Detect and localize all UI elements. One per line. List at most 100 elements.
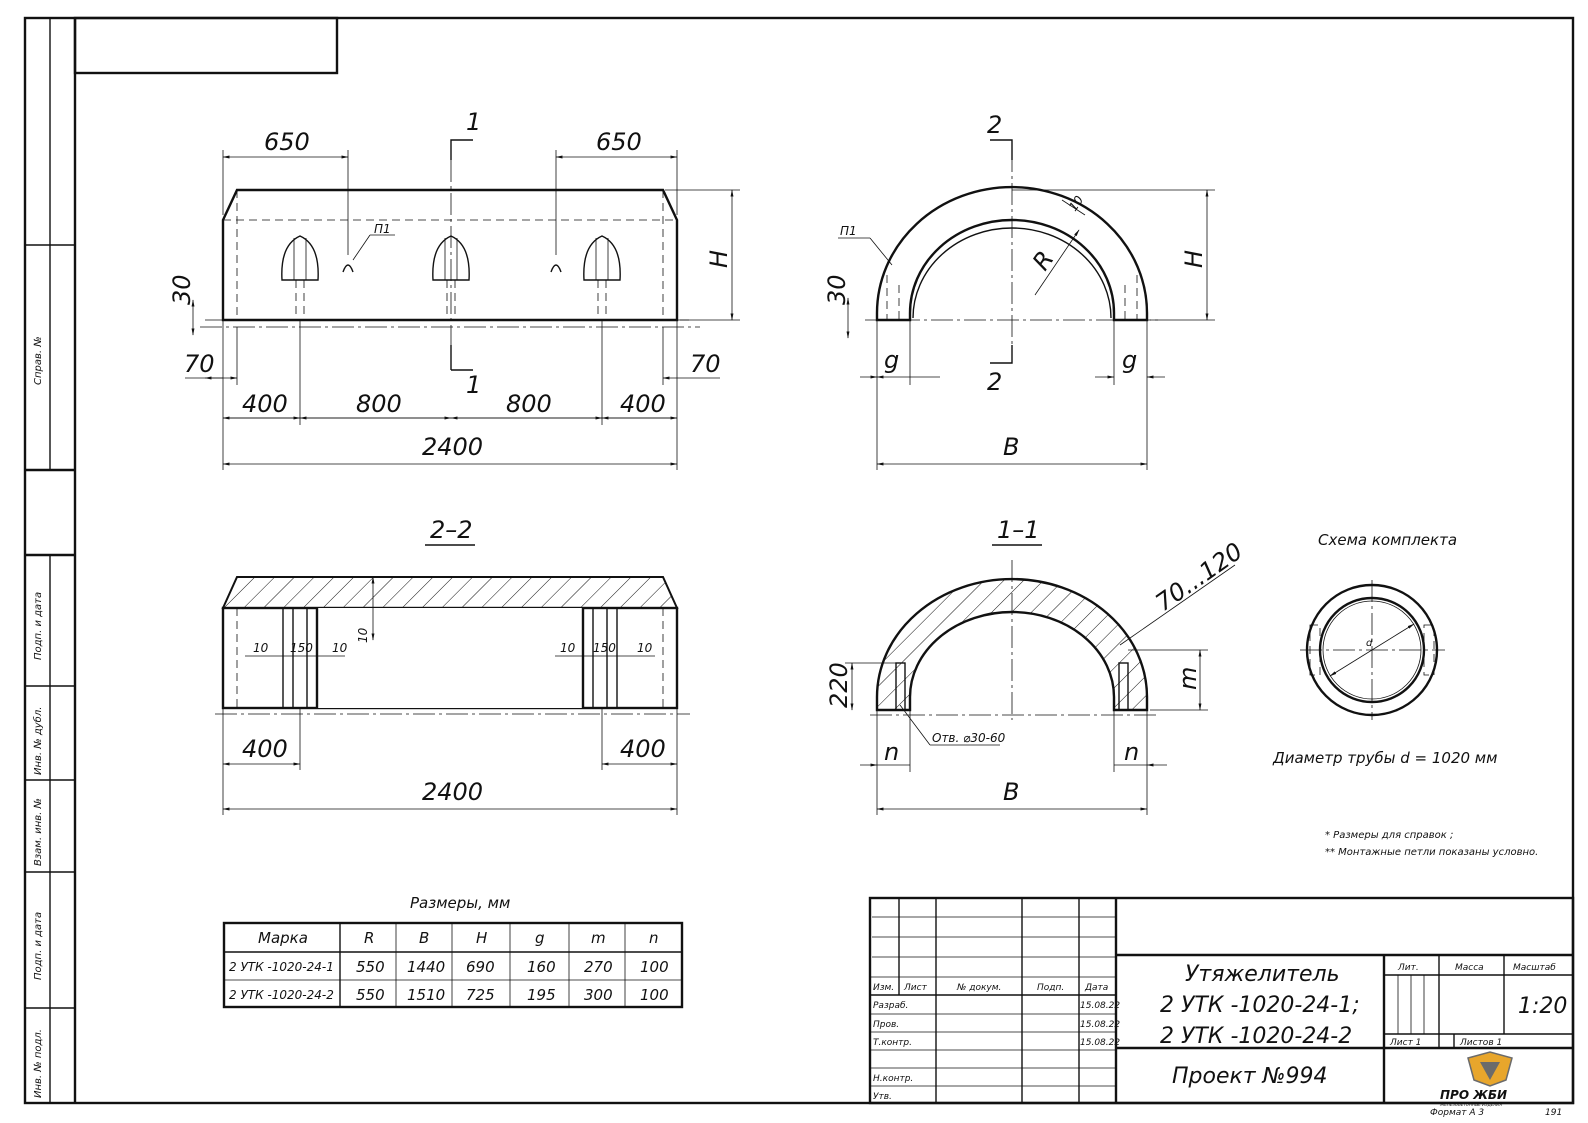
col-podp: Подп. (1037, 983, 1064, 993)
role-utv: Утв. (873, 1092, 892, 1102)
section-2-2: 2–2 10 10 150 10 10 150 10 400 400 (215, 516, 690, 815)
date-tkontr: 15.08.22 (1080, 1038, 1120, 1048)
sec22-dim-400-left: 400 (242, 735, 288, 763)
kit-d-label: d (1366, 638, 1373, 649)
sec11-dim-b: B (1003, 778, 1019, 806)
sec11-dim-m: m (1174, 667, 1202, 690)
front-section-1-top: 1 (466, 108, 481, 136)
dimensions-table: Размеры, мм Марка R B H g m n 2 УТК -102… (222, 894, 684, 1009)
date-razrab: 15.08.22 (1080, 1001, 1120, 1011)
end-dim-h: H (1180, 250, 1208, 268)
sec11-dim-220: 220 (825, 662, 853, 708)
end-section-2-top: 2 (987, 111, 1002, 139)
front-dim-2400: 2400 (422, 433, 483, 461)
label-inv-dubl: Инв. № дубл. (32, 707, 44, 775)
front-view: П1 650 650 1 1 H 30 70 70 (168, 108, 740, 470)
svg-text:690: 690 (466, 958, 495, 976)
scale-value: 1:20 (1518, 994, 1567, 1019)
sec11-hole-note: Отв. ⌀30-60 (932, 731, 1006, 745)
lifting-loop-left (281, 235, 319, 320)
end-dim-30: 30 (823, 274, 851, 305)
front-dim-800-left: 800 (356, 390, 402, 418)
kit-scheme: Схема комплекта d Диаметр трубы d = 1020… (1272, 531, 1497, 767)
note-1: * Размеры для справок ; (1325, 830, 1453, 841)
role-prov: Пров. (873, 1020, 899, 1030)
end-dim-g-left: g (884, 346, 899, 374)
title-block: Изм. Лист № докум. Подп. Дата Разраб. 15… (868, 896, 1575, 1118)
label-podp-date-2: Подп. и дата (33, 912, 44, 980)
sec22-dim-10-l1: 10 (253, 641, 269, 655)
sheet-frame (23, 16, 1575, 1105)
company-logo: ПРО ЖБИ ЖЕЛЕЗОБЕТОННЫЕ ИЗДЕЛИЯ (1439, 1051, 1513, 1107)
sec22-dim-400-right: 400 (620, 735, 666, 763)
sec11-dim-n-left: n (884, 738, 899, 766)
svg-text:160: 160 (527, 958, 556, 976)
th-r: R (364, 929, 374, 947)
end-dim-b: B (1003, 433, 1019, 461)
label-sprav: Справ. № (33, 336, 44, 385)
end-dim-r: R (1027, 246, 1060, 276)
table-row: 2 УТК -1020-24-1 550 1440 690 160 270 10… (229, 958, 669, 976)
svg-text:725: 725 (466, 986, 495, 1004)
svg-text:100: 100 (640, 986, 669, 1004)
role-nkontr: Н.контр. (873, 1074, 913, 1084)
sec11-dim-70-120: 70...120 (1150, 537, 1247, 617)
col-data: Дата (1084, 983, 1108, 993)
logo-text: ПРО ЖБИ (1440, 1088, 1507, 1102)
th-n: n (649, 929, 659, 947)
title-block-grid (870, 898, 1116, 1103)
th-marka: Марка (258, 929, 308, 947)
table-row: 2 УТК -1020-24-2 550 1510 725 195 300 10… (229, 986, 669, 1004)
label-inv-podl: Инв. № подл. (33, 1029, 44, 1098)
svg-text:1440: 1440 (407, 958, 445, 976)
front-section-1-bottom: 1 (466, 371, 481, 399)
front-dim-h: H (705, 250, 733, 268)
sec22-dim-150-l: 150 (290, 641, 313, 655)
section-2-2-title: 2–2 (430, 516, 473, 544)
front-p1-label: П1 (374, 222, 391, 236)
front-dim-70-right: 70 (690, 350, 721, 378)
product-name: Утяжелитель (1185, 962, 1340, 987)
th-h: H (476, 929, 487, 947)
svg-text:550: 550 (356, 958, 385, 976)
kit-scheme-title: Схема комплекта (1318, 531, 1457, 549)
front-dim-30: 30 (168, 274, 196, 305)
notes: * Размеры для справок ; ** Монтажные пет… (1325, 830, 1538, 858)
end-section-2-bottom: 2 (987, 368, 1002, 396)
sheet-number: Лист 1 (1389, 1038, 1421, 1048)
pipe-diameter-note: Диаметр трубы d = 1020 мм (1272, 749, 1497, 767)
col-ndoc: № докум. (956, 983, 1001, 993)
front-dim-800-right: 800 (506, 390, 552, 418)
svg-text:195: 195 (527, 986, 556, 1004)
front-dim-650-right: 650 (596, 128, 642, 156)
svg-text:300: 300 (584, 986, 613, 1004)
sec22-dim-10-r2: 10 (637, 641, 653, 655)
front-dim-650-left: 650 (264, 128, 310, 156)
sheet-count: Листов 1 (1459, 1038, 1502, 1048)
date-prov: 15.08.22 (1080, 1020, 1120, 1030)
front-dim-400-right: 400 (620, 390, 666, 418)
role-tkontr: Т.контр. (873, 1038, 912, 1048)
format-label: Формат А 3 (1430, 1108, 1484, 1118)
project-number: Проект №994 (1172, 1064, 1327, 1089)
sec22-dim-10-top: 10 (356, 627, 370, 643)
sec22-dim-2400: 2400 (422, 778, 483, 806)
role-razrab: Разраб. (873, 1001, 908, 1011)
sec22-dim-10-r1: 10 (560, 641, 576, 655)
sec22-dim-150-r: 150 (593, 641, 616, 655)
end-p1-label: П1 (840, 224, 857, 238)
svg-text:100: 100 (640, 958, 669, 976)
end-dim-10: 10 (1066, 193, 1086, 214)
th-b: B (419, 929, 429, 947)
label-masshtab: Масштаб (1513, 963, 1556, 973)
end-view: 2 2 R 10 П1 H 30 g g B (823, 111, 1215, 470)
col-izm: Изм. (873, 983, 894, 993)
lifting-loop-right (583, 235, 621, 320)
sec22-dim-10-l2: 10 (332, 641, 348, 655)
col-list: Лист (903, 983, 928, 993)
page-number: 191 (1545, 1108, 1562, 1118)
end-dim-g-right: g (1122, 346, 1137, 374)
svg-text:550: 550 (356, 986, 385, 1004)
svg-text:270: 270 (584, 958, 613, 976)
